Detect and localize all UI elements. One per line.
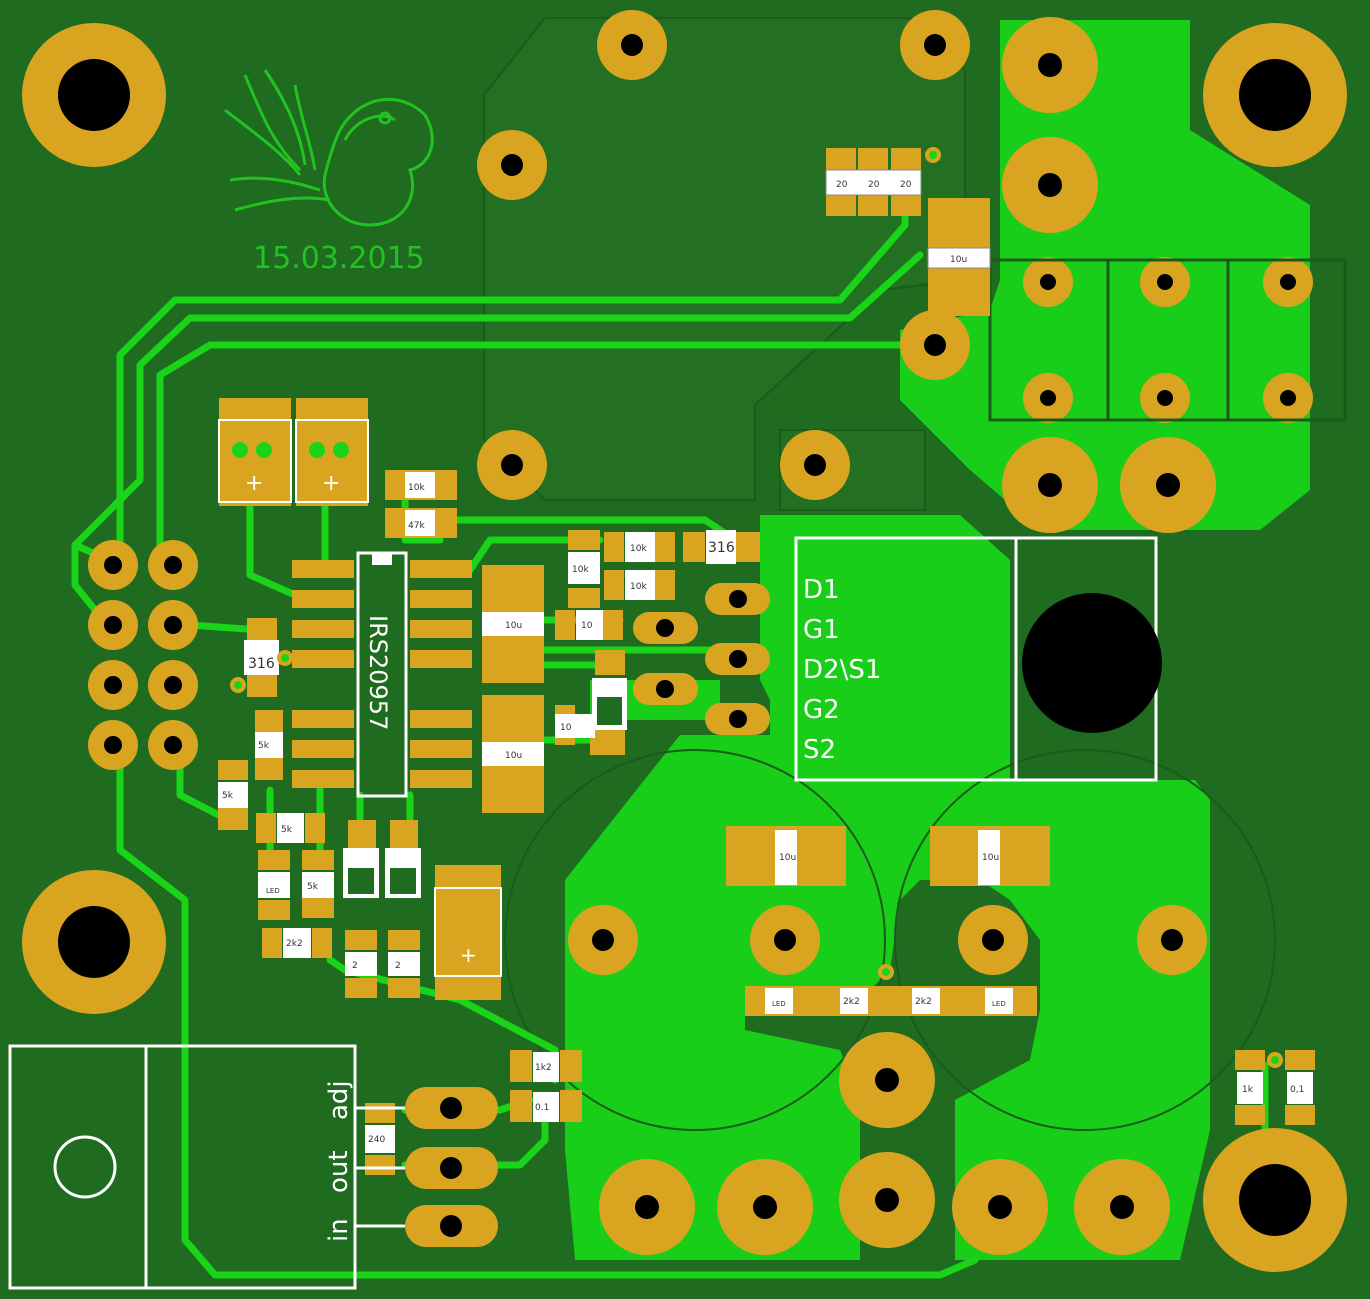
power-plane bbox=[565, 20, 1310, 1260]
svg-text:10: 10 bbox=[560, 723, 572, 733]
pin-label-adj: adj bbox=[324, 1080, 354, 1120]
svg-text:10: 10 bbox=[581, 621, 593, 631]
copper-pour bbox=[483, 17, 966, 511]
svg-text:LED: LED bbox=[266, 887, 280, 895]
svg-text:2: 2 bbox=[395, 961, 401, 971]
svg-text:1k: 1k bbox=[1242, 1085, 1254, 1095]
pin-label-d1: D1 bbox=[803, 575, 840, 605]
component-labels: 20 20 20 10u + + 10k 47k 10u 10u 10k 10k… bbox=[218, 169, 1313, 1153]
svg-text:0,1: 0,1 bbox=[1290, 1085, 1304, 1095]
regulator-outline: adj out in bbox=[8, 1044, 405, 1290]
svg-text:2k2: 2k2 bbox=[286, 939, 303, 949]
svg-text:20: 20 bbox=[836, 180, 848, 190]
svg-text:20: 20 bbox=[868, 180, 880, 190]
svg-text:10u: 10u bbox=[950, 255, 967, 265]
pin-label-g2: G2 bbox=[803, 695, 840, 725]
svg-text:5k: 5k bbox=[281, 825, 293, 835]
pin-label-s2: S2 bbox=[803, 735, 836, 765]
svg-text:0.1: 0.1 bbox=[535, 1103, 549, 1113]
svg-text:20: 20 bbox=[900, 180, 912, 190]
svg-text:+: + bbox=[322, 471, 340, 496]
svg-text:10k: 10k bbox=[408, 483, 425, 493]
pin-label-d2s1: D2\S1 bbox=[803, 655, 881, 685]
svg-text:10k: 10k bbox=[630, 544, 647, 554]
svg-text:47k: 47k bbox=[408, 521, 425, 531]
svg-text:LED: LED bbox=[772, 1000, 786, 1008]
svg-text:10u: 10u bbox=[505, 621, 522, 631]
capacitor-outline bbox=[504, 749, 1276, 1131]
ic-outline: IRS20957 bbox=[356, 551, 408, 798]
svg-text:10k: 10k bbox=[572, 565, 589, 575]
svg-text:5k: 5k bbox=[258, 741, 270, 751]
svg-text:240: 240 bbox=[368, 1135, 385, 1145]
svg-text:10u: 10u bbox=[505, 751, 522, 761]
date-label: 15.03.2015 bbox=[253, 241, 425, 276]
svg-text:+: + bbox=[245, 471, 263, 496]
relay-outline bbox=[988, 258, 1347, 422]
mosfet-outline: D1 G1 D2\S1 G2 S2 bbox=[794, 536, 1162, 782]
svg-text:1k2: 1k2 bbox=[535, 1063, 552, 1073]
mounting-holes bbox=[22, 23, 1347, 1272]
svg-text:5k: 5k bbox=[307, 882, 319, 892]
pin-label-g1: G1 bbox=[803, 615, 840, 645]
svg-text:+: + bbox=[460, 943, 477, 967]
svg-text:2k2: 2k2 bbox=[843, 997, 860, 1007]
svg-text:LED: LED bbox=[992, 1000, 1006, 1008]
through-hole-pads bbox=[88, 10, 1313, 1255]
svg-text:10k: 10k bbox=[630, 582, 647, 592]
svg-text:5k: 5k bbox=[222, 791, 234, 801]
svg-text:316: 316 bbox=[708, 540, 735, 556]
pin-label-out: out bbox=[324, 1150, 354, 1193]
pin-label-in: in bbox=[324, 1218, 354, 1242]
svg-text:2k2: 2k2 bbox=[915, 997, 932, 1007]
heatsink-hole bbox=[1022, 593, 1162, 733]
svg-text:10u: 10u bbox=[982, 853, 999, 863]
svg-text:10u: 10u bbox=[779, 853, 796, 863]
svg-text:316: 316 bbox=[248, 656, 275, 672]
svg-text:2: 2 bbox=[352, 961, 358, 971]
pcb-traces bbox=[71, 211, 1269, 1279]
ic-label: IRS20957 bbox=[364, 615, 392, 730]
logo-bird bbox=[224, 69, 434, 227]
